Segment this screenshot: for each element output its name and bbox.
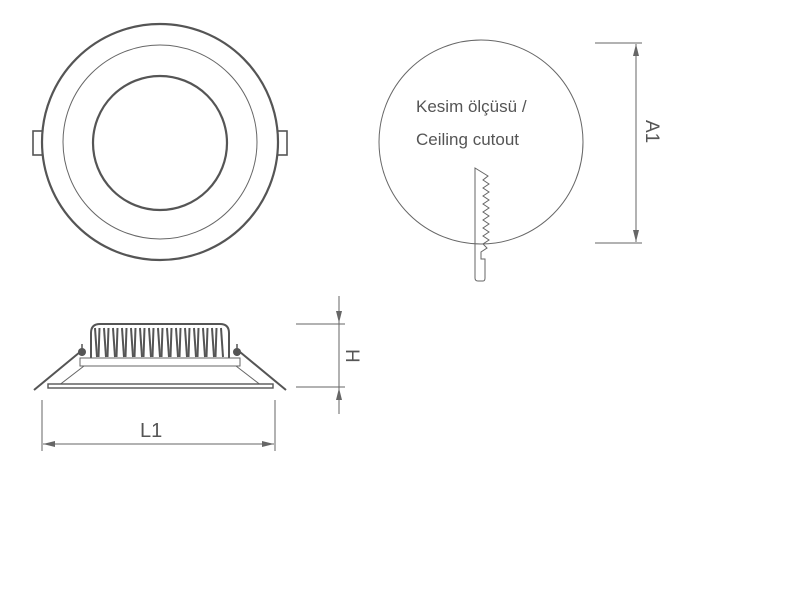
heatsink-fins (94, 327, 224, 358)
heatsink-fin (160, 327, 164, 358)
heatsink-fin (103, 327, 107, 358)
heatsink-fin (205, 327, 209, 358)
a1-label: A1 (641, 120, 662, 143)
heatsink-fin (115, 327, 119, 358)
cutout-label-line2: Ceiling cutout (416, 130, 519, 149)
heatsink-fin (97, 327, 101, 358)
heatsink-fin (178, 327, 182, 358)
cutout-view: Kesim ölçüsü / Ceiling cutout A1 (378, 39, 662, 282)
middle-ring (62, 44, 258, 240)
heatsink-fin (169, 327, 173, 358)
saw-blade-icon (474, 167, 490, 282)
heatsink-fin (133, 327, 137, 358)
trim-reflector (57, 365, 263, 387)
side-view: H L1 (33, 296, 362, 451)
heatsink-fin (196, 327, 200, 358)
heatsink-fin (214, 327, 218, 358)
heatsink-fin (94, 327, 98, 358)
mounting-springs (33, 351, 287, 391)
heatsink-fin (121, 327, 125, 358)
heatsink-fin (211, 327, 215, 358)
heatsink-fin (184, 327, 188, 358)
outer-ring (40, 22, 280, 262)
heatsink-fin (142, 327, 146, 358)
cutout-circle (378, 39, 584, 245)
trim-rim (47, 383, 274, 389)
heatsink-fin (151, 327, 155, 358)
heatsink-fin (130, 327, 134, 358)
flange-plate (79, 357, 241, 367)
heatsink-fin (139, 327, 143, 358)
heatsink-fin (166, 327, 170, 358)
l1-label: L1 (140, 420, 162, 442)
heatsink-fin (112, 327, 116, 358)
heatsink-fin (202, 327, 206, 358)
heatsink-fin (193, 327, 197, 358)
cutout-label-line1: Kesim ölçüsü / (416, 97, 527, 116)
heatsink-fin (187, 327, 191, 358)
heatsink-fin (106, 327, 110, 358)
h-label: H (341, 349, 362, 363)
top-view (32, 22, 288, 262)
heatsink-fin (175, 327, 179, 358)
inner-ring (91, 74, 229, 212)
heatsink-fin (124, 327, 128, 358)
heatsink-fin (157, 327, 161, 358)
heatsink-fin (148, 327, 152, 358)
heatsink-fin (220, 327, 224, 358)
